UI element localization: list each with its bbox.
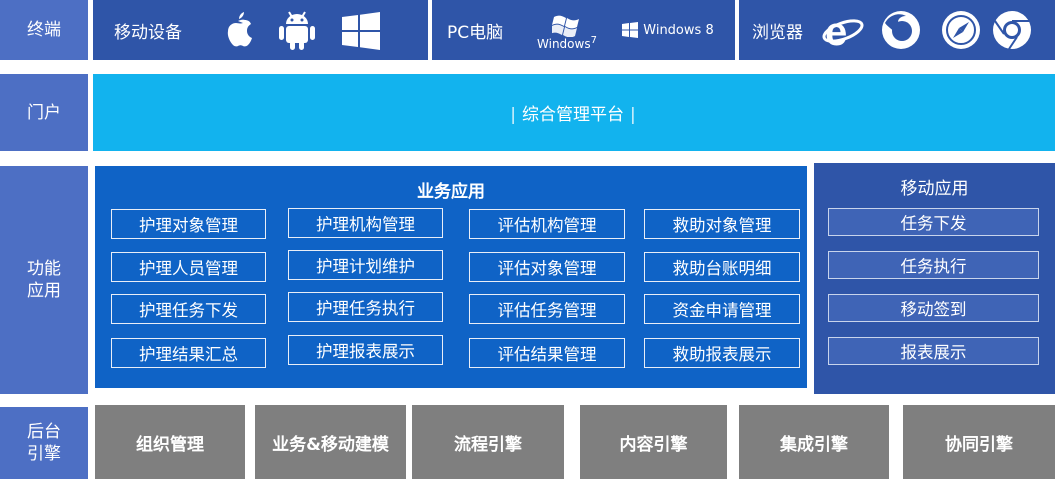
terminal-browser-panel: 浏览器 e	[739, 0, 1055, 60]
mobile-app-item[interactable]: 任务下发	[828, 208, 1039, 236]
row-label-backend: 后台引擎	[0, 407, 88, 479]
portal-panel: |综合管理平台|	[93, 74, 1055, 151]
windows-icon	[339, 11, 383, 51]
engine-item[interactable]: 组织管理	[95, 405, 245, 479]
row-label-function: 功能应用	[0, 166, 88, 394]
business-app-item[interactable]: 护理结果汇总	[111, 338, 266, 368]
engine-item[interactable]: 协同引擎	[903, 405, 1055, 479]
row-label-terminal-text: 终端	[27, 20, 61, 40]
mobile-app-item[interactable]: 任务执行	[828, 251, 1039, 279]
business-app-item[interactable]: 护理机构管理	[288, 208, 443, 238]
windows7-version: 7	[590, 35, 597, 46]
terminal-pc-panel: PC电脑 Windows7 Windows 8	[432, 0, 735, 60]
business-app-item[interactable]: 护理任务下发	[111, 294, 266, 324]
business-app-item[interactable]: 救助对象管理	[644, 209, 800, 239]
row-label-portal-text: 门户	[27, 102, 61, 123]
terminal-mobile-panel: 移动设备	[93, 0, 428, 60]
apple-icon	[220, 9, 256, 49]
browser-label: 浏览器	[752, 23, 803, 43]
business-app-title: 业务应用	[417, 182, 485, 202]
engine-item[interactable]: 流程引擎	[412, 405, 564, 479]
mobile-app-title: 移动应用	[900, 179, 969, 199]
ie-icon: e	[821, 9, 865, 51]
business-app-item[interactable]: 评估机构管理	[469, 209, 625, 239]
business-app-item[interactable]: 救助报表展示	[644, 338, 800, 368]
row-label-function-text: 功能应用	[27, 259, 61, 301]
windows8-text: Windows	[643, 22, 702, 38]
business-app-item[interactable]: 评估任务管理	[469, 294, 625, 324]
business-app-item[interactable]: 护理计划维护	[288, 250, 443, 280]
business-app-item[interactable]: 护理对象管理	[111, 209, 266, 239]
business-app-panel: 业务应用 护理对象管理护理机构管理评估机构管理救助对象管理护理人员管理护理计划维…	[95, 166, 807, 388]
firefox-icon	[879, 8, 923, 52]
business-app-item[interactable]: 评估结果管理	[469, 338, 625, 368]
chrome-icon	[989, 8, 1035, 52]
windows8-logo-icon: Windows 8	[618, 20, 718, 40]
business-app-item[interactable]: 护理人员管理	[111, 252, 266, 282]
mobile-app-item[interactable]: 报表展示	[828, 337, 1039, 365]
mobile-app-panel: 移动应用 任务下发任务执行移动签到报表展示	[814, 163, 1055, 394]
windows7-logo-icon: Windows7	[532, 10, 602, 54]
business-app-item[interactable]: 救助台账明细	[644, 252, 800, 282]
safari-icon	[939, 8, 983, 52]
engine-item[interactable]: 内容引擎	[580, 405, 727, 479]
windows7-text: Windows	[537, 37, 591, 51]
business-app-item[interactable]: 护理任务执行	[288, 292, 443, 322]
windows8-version: 8	[705, 22, 714, 38]
mobile-devices-label: 移动设备	[114, 23, 182, 43]
mobile-app-item[interactable]: 移动签到	[828, 294, 1039, 322]
row-label-portal: 门户	[0, 74, 88, 151]
engine-item[interactable]: 集成引擎	[739, 405, 889, 479]
pc-label: PC电脑	[447, 23, 504, 43]
portal-title: |综合管理平台|	[510, 105, 636, 125]
row-label-backend-text: 后台引擎	[27, 422, 61, 464]
portal-title-text: 综合管理平台	[522, 105, 624, 125]
engine-item[interactable]: 业务&移动建模	[255, 405, 406, 479]
android-icon	[277, 9, 317, 51]
business-app-item[interactable]: 护理报表展示	[288, 335, 443, 365]
row-label-terminal: 终端	[0, 0, 88, 60]
business-app-item[interactable]: 评估对象管理	[469, 252, 625, 282]
business-app-item[interactable]: 资金申请管理	[644, 294, 800, 324]
